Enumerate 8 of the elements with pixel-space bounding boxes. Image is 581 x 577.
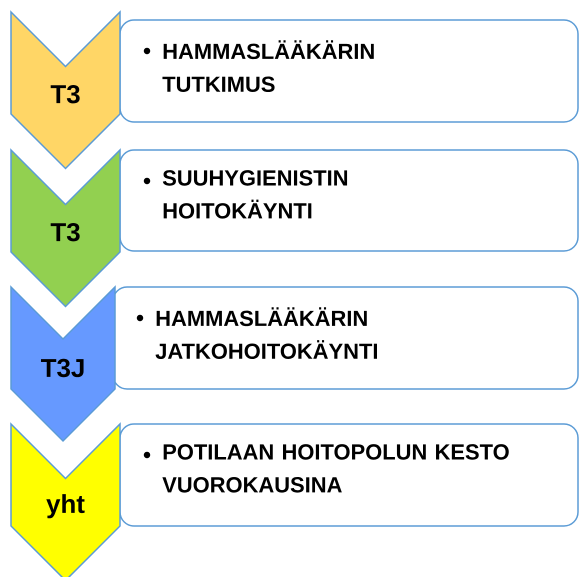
step-tag: T3 — [10, 10, 121, 170]
step-tag: T3J — [10, 285, 116, 442]
step-tag: T3 — [10, 148, 121, 308]
text-box: HAMMASLÄÄKÄRIN TUTKIMUS — [119, 19, 579, 123]
text-box: POTILAAN HOITOPOLUN KESTO VUOROKAUSINA — [119, 423, 579, 527]
step-tag: yht — [10, 422, 121, 577]
text-box: SUUHYGIENISTIN HOITOKÄYNTI — [119, 149, 579, 252]
text-box: HAMMASLÄÄKÄRIN JATKOHOITOKÄYNTI — [112, 286, 579, 390]
